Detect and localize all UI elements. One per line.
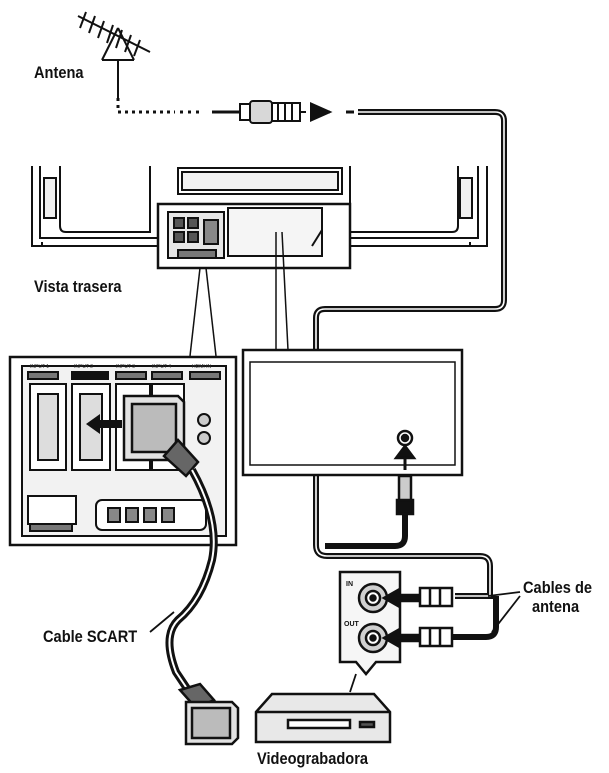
rf-cable-up: [325, 443, 417, 549]
zoom-lines: [189, 231, 289, 357]
antenna-cables-label-line2: antena: [532, 597, 580, 616]
rear-view-label: Vista trasera: [34, 277, 122, 296]
insert-arrow: [86, 414, 122, 434]
antenna-feed-cable: [116, 98, 240, 114]
antenna-cable-main-inner: [315, 111, 505, 597]
scart-cable-label: Cable SCART: [43, 627, 138, 646]
rf-out-label: OUT: [344, 621, 360, 628]
vcr-rf-closeup: [338, 570, 454, 676]
scart-plug-icon: [122, 394, 200, 478]
input-label-4: INPUT 4: [152, 364, 171, 370]
vcr-icon: [254, 692, 392, 744]
antenna-cable-out: [452, 596, 499, 640]
input-label-2: INPUT 2: [74, 364, 93, 370]
input-label-hdmi: HDMI IN: [192, 364, 212, 370]
callout-lines: [149, 591, 521, 633]
coax-plug-icon: [239, 100, 306, 124]
antenna-label: Antena: [34, 63, 84, 82]
input-label-3: INPUT 3: [116, 364, 135, 370]
antenna-cables-label-line1: Cables de: [523, 578, 593, 597]
antenna-icon: [77, 11, 151, 98]
rf-panel-closeup: [241, 348, 464, 477]
rf-in-label: IN: [346, 581, 353, 588]
tv-rear-view: [31, 166, 488, 270]
input-label-1: INPUT 1: [30, 364, 49, 370]
scart-cable-inner: [168, 469, 215, 691]
scart-plug-vcr-icon: [177, 682, 240, 746]
vcr-pointer: [349, 673, 357, 693]
vcr-label: Videograbadora: [257, 749, 369, 768]
